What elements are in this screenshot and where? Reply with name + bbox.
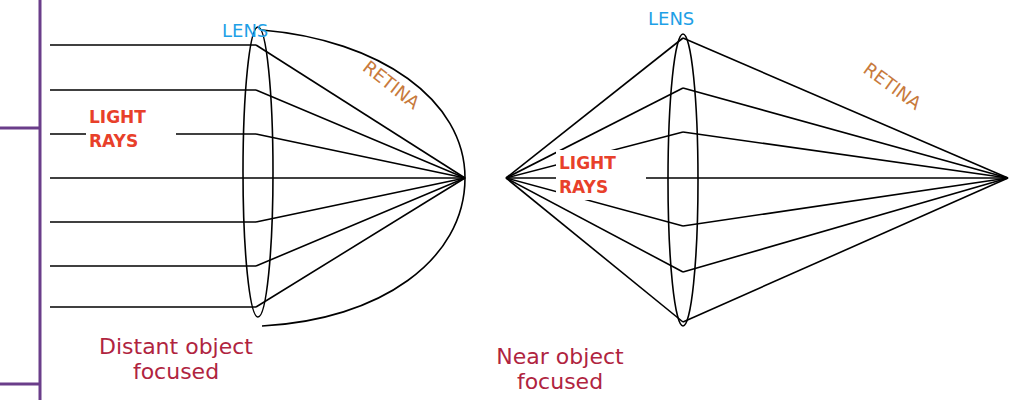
near-eye [506, 34, 1008, 326]
page-frame [0, 0, 40, 400]
lens-label: LENS [648, 8, 694, 29]
distant-eye [50, 27, 465, 326]
caption-text: Near object focused [460, 344, 660, 394]
light-rays-label: LIGHT RAYS [556, 150, 646, 200]
lens-label: LENS [222, 20, 268, 41]
retina-label: RETINA [860, 58, 926, 114]
caption-text: Distant object focused [66, 334, 286, 384]
retina-label: RETINA [359, 56, 424, 113]
light-rays-label: LIGHT RAYS [86, 104, 176, 154]
